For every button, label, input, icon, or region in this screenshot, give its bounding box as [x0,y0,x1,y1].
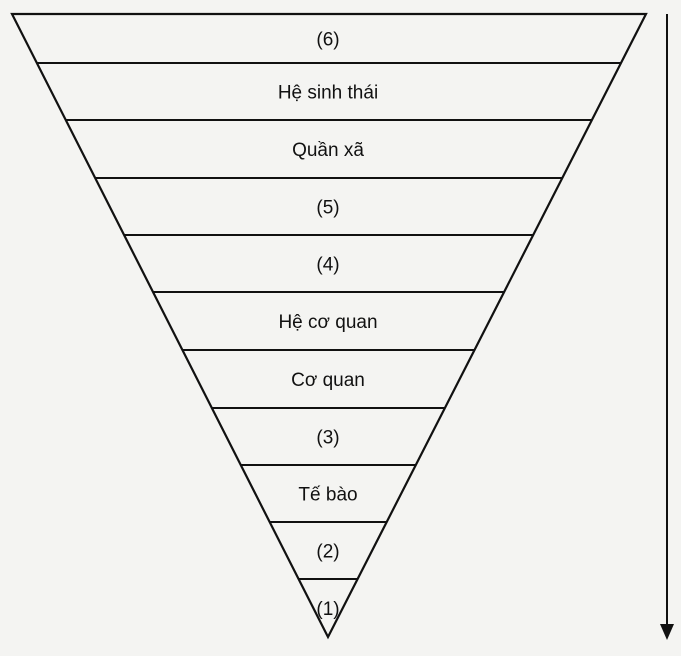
level-label: Cơ quan [291,370,365,391]
level-label: Quần xã [292,140,364,161]
level-dividers [36,62,621,580]
level-label: Hệ cơ quan [278,312,377,333]
level-label: (5) [316,198,339,219]
pyramid-outline [10,12,648,640]
level-label: (4) [316,255,339,276]
level-label: (3) [316,428,339,449]
down-arrow-icon [660,14,674,640]
level-label: Hệ sinh thái [278,83,378,104]
level-label: Tế bào [298,485,357,506]
level-label: (2) [316,542,339,563]
level-label: (6) [316,30,339,51]
level-label: (1) [316,599,339,620]
